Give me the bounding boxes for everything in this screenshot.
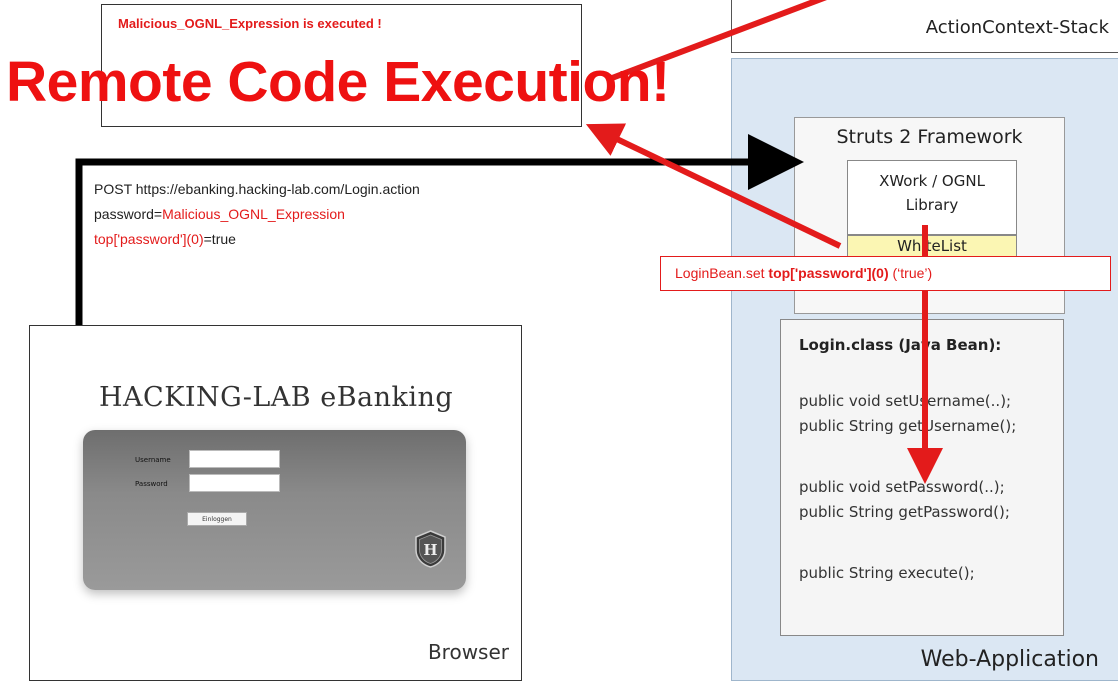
web-application-panel: Struts 2 Framework XWork / OGNL Library … [731, 58, 1118, 681]
remote-code-execution-headline: Remote Code Execution! [6, 50, 670, 114]
callout-prefix: LoginBean.set [675, 265, 769, 281]
login-bean-title: Login.class (Java Bean): [799, 336, 1002, 354]
password-label: Password [135, 480, 168, 488]
action-context-stack-label: ActionContext-Stack [925, 17, 1109, 38]
setter-callout: LoginBean.set top['password'](0) (‘true’… [660, 256, 1111, 291]
ognl-param-key: top['password'](0) [94, 231, 204, 247]
code-line-get-username: public String getUsername(); [799, 417, 1017, 435]
username-field[interactable] [189, 450, 280, 468]
xwork-ognl-library-label: XWork / OGNL Library [879, 172, 985, 214]
request-line: POST https://ebanking.hacking-lab.com/Lo… [94, 181, 420, 197]
struts-framework-label: Struts 2 Framework [836, 126, 1023, 148]
password-param: password=Malicious_OGNL_Expression [94, 206, 345, 222]
code-line-execute: public String execute(); [799, 564, 975, 582]
executed-message: Malicious_OGNL_Expression is executed ! [118, 16, 382, 31]
code-line-set-username: public void setUsername(..); [799, 392, 1012, 410]
code-line-get-password: public String getPassword(); [799, 503, 1010, 521]
message-box [101, 4, 582, 127]
username-label: Username [135, 456, 171, 464]
code-line-set-password: public void setPassword(..); [799, 478, 1005, 496]
password-field[interactable] [189, 474, 280, 492]
password-param-key: password= [94, 206, 163, 222]
ognl-param: top['password'](0)=true [94, 231, 236, 247]
callout-value: (‘true’) [888, 265, 933, 281]
xwork-ognl-library-box: XWork / OGNL Library [847, 160, 1017, 235]
action-context-stack-box: ActionContext-Stack [731, 0, 1118, 53]
hacking-lab-logo-icon: H [415, 530, 446, 568]
ognl-param-value: =true [203, 231, 236, 247]
password-param-value: Malicious_OGNL_Expression [162, 206, 345, 222]
browser-window: HACKING-LAB eBanking Username Password E… [29, 325, 522, 681]
callout-expression: top['password'](0) [768, 265, 889, 281]
whitelist-box: WhiteList [847, 235, 1017, 257]
web-application-label: Web-Application [920, 647, 1099, 672]
logo-letter: H [423, 541, 437, 559]
login-button[interactable]: Einloggen [187, 512, 247, 526]
login-java-bean-box: Login.class (Java Bean): public void set… [780, 319, 1064, 636]
ebanking-title: HACKING-LAB eBanking [99, 382, 454, 413]
browser-label: Browser [427, 640, 509, 664]
login-form-panel: Username Password Einloggen H [83, 430, 466, 590]
